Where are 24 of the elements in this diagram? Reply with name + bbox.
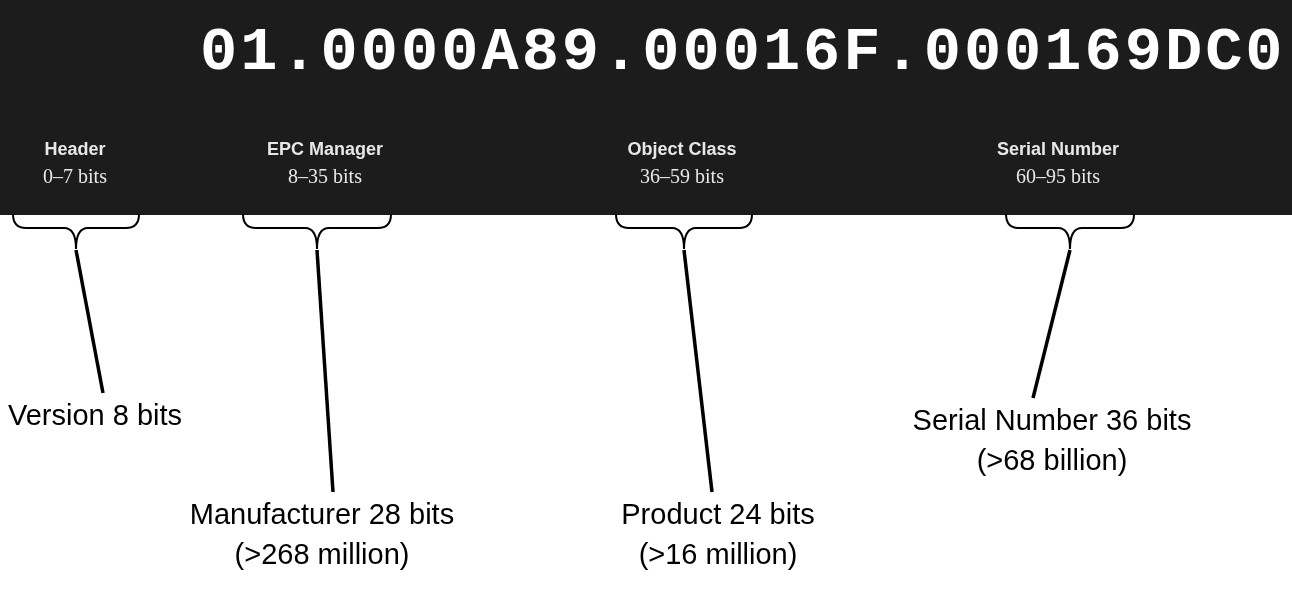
bit-range: 8–35 bits <box>287 166 363 186</box>
leader-line <box>74 249 105 394</box>
callout-text: Version 8 bits <box>8 398 184 433</box>
curly-brace <box>242 214 392 250</box>
field-name: Object Class <box>626 140 738 158</box>
curly-brace <box>1005 214 1135 250</box>
callout-text: (>68 billion) <box>975 443 1129 478</box>
field-name: EPC Manager <box>265 140 384 158</box>
callout-text: Serial Number 36 bits <box>911 403 1193 438</box>
leader-line <box>315 249 335 493</box>
bit-range: 0–7 bits <box>42 166 108 186</box>
bit-range: 36–59 bits <box>639 166 725 186</box>
field-name: Header <box>43 140 107 158</box>
leader-line <box>1031 249 1072 399</box>
curly-brace <box>615 214 753 250</box>
callout-text: Product 24 bits <box>620 497 816 532</box>
code-number: 01.0000A89.00016F.000169DC0 <box>200 22 1280 84</box>
field-name: Serial Number <box>995 140 1120 158</box>
callout-text: (>268 million) <box>233 537 411 572</box>
bit-range: 60–95 bits <box>1015 166 1101 186</box>
callout-text: (>16 million) <box>637 537 799 572</box>
leader-line <box>682 249 714 493</box>
callout-text: Manufacturer 28 bits <box>188 497 456 532</box>
curly-brace <box>12 214 140 250</box>
